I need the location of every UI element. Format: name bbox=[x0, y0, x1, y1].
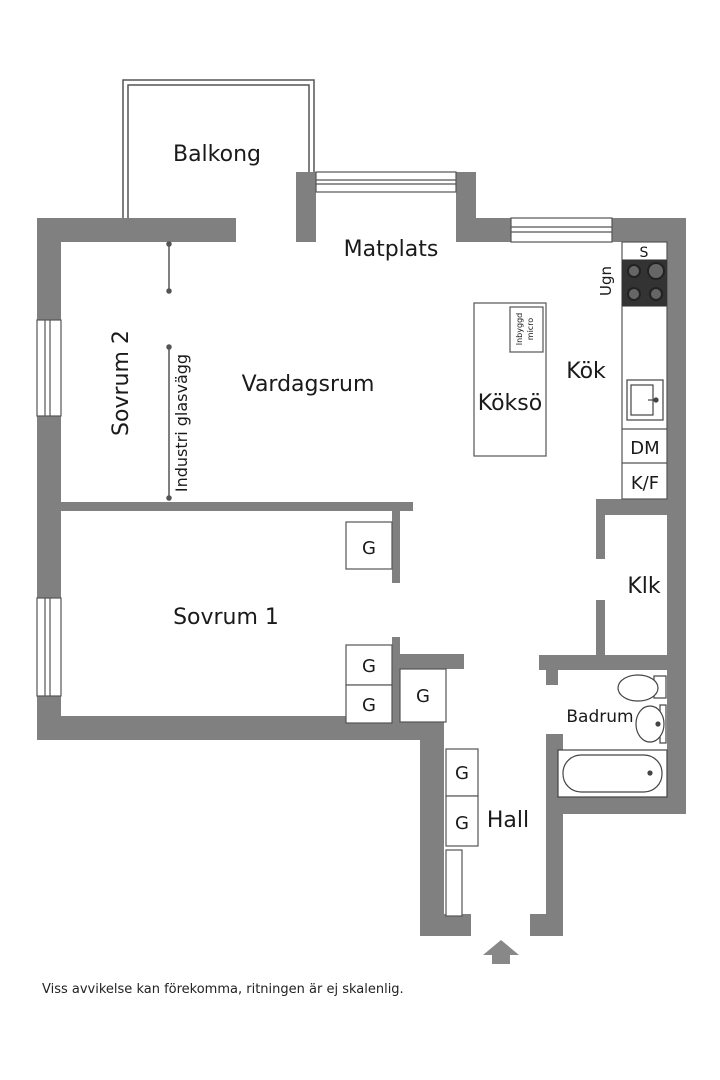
room-label-vardagsrum: Vardagsrum bbox=[242, 372, 375, 397]
room-label-sovrum-1: Sovrum 1 bbox=[173, 605, 279, 630]
dishwasher-label: DM bbox=[630, 438, 659, 459]
closet-label: G bbox=[455, 763, 469, 784]
room-label-balkong: Balkong bbox=[173, 142, 261, 167]
micro-label-line1: Inbyggd bbox=[515, 313, 524, 345]
closet-label: G bbox=[362, 695, 376, 716]
room-label-badrum: Badrum bbox=[566, 707, 633, 727]
oven-label: Ugn bbox=[597, 266, 615, 296]
bathtub-icon bbox=[557, 749, 668, 798]
glass-wall-label: Industri glasvägg bbox=[172, 354, 191, 492]
room-label-kokso: Köksö bbox=[478, 391, 542, 416]
closet-label: G bbox=[455, 813, 469, 834]
fridge-freezer-label: K/F bbox=[631, 473, 659, 494]
micro-label-line2: micro bbox=[526, 318, 535, 341]
closets bbox=[345, 521, 479, 917]
walls bbox=[37, 172, 686, 936]
closet-label: G bbox=[362, 656, 376, 677]
closet-label: G bbox=[416, 686, 430, 707]
room-label-klk: Klk bbox=[627, 574, 661, 599]
room-label-sovrum-2: Sovrum 2 bbox=[109, 330, 134, 436]
glass-wall bbox=[166, 241, 172, 501]
disclaimer-note: Viss avvikelse kan förekomma, ritningen … bbox=[42, 982, 404, 997]
s-label: S bbox=[640, 245, 649, 261]
kitchen-island bbox=[473, 302, 547, 457]
closet-label: G bbox=[362, 538, 376, 559]
sink-icon bbox=[626, 379, 664, 421]
stove-icon bbox=[622, 260, 667, 306]
room-label-matplats: Matplats bbox=[344, 237, 439, 262]
entrance-arrow-icon bbox=[483, 940, 519, 964]
toilet-icon bbox=[617, 674, 667, 702]
room-label-kok: Kök bbox=[566, 359, 606, 384]
room-label-hall: Hall bbox=[487, 808, 529, 833]
washbasin-icon bbox=[635, 704, 667, 744]
windows bbox=[36, 171, 613, 697]
balcony-outline bbox=[122, 79, 315, 218]
